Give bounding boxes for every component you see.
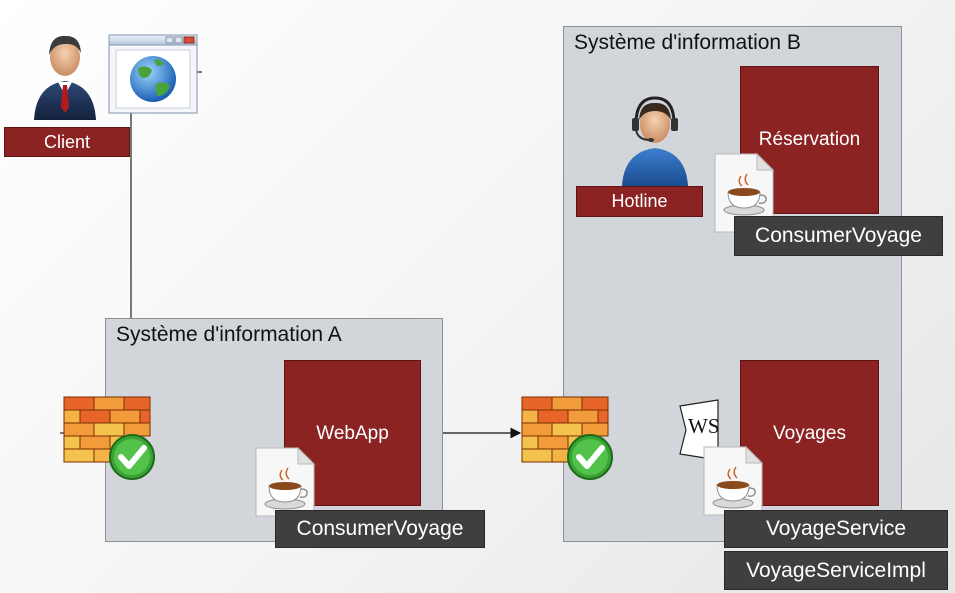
businessman-icon [30,25,100,125]
browser-window-icon [108,34,198,119]
firewall-icon [62,393,158,486]
voyages-component: Voyages [740,360,879,506]
system-a-title: Système d'information A [116,323,342,346]
ws-endpoint: WS [678,398,742,469]
consumer-voyage-a-label: ConsumerVoyage [275,510,485,548]
voyage-service-impl-label: VoyageServiceImpl [724,551,948,590]
hotline-label: Hotline [576,186,703,217]
consumer-voyage-b-label: ConsumerVoyage [734,216,943,256]
client-label: Client [4,127,130,157]
voyage-service-label: VoyageService [724,510,948,548]
java-file-icon [254,446,316,523]
system-b-title: Système d'information B [574,31,801,54]
java-file-icon [713,152,775,239]
firewall-icon [520,393,616,486]
ws-label: WS [688,414,720,438]
support-agent-headset-icon [618,90,692,191]
java-file-icon [702,445,764,522]
